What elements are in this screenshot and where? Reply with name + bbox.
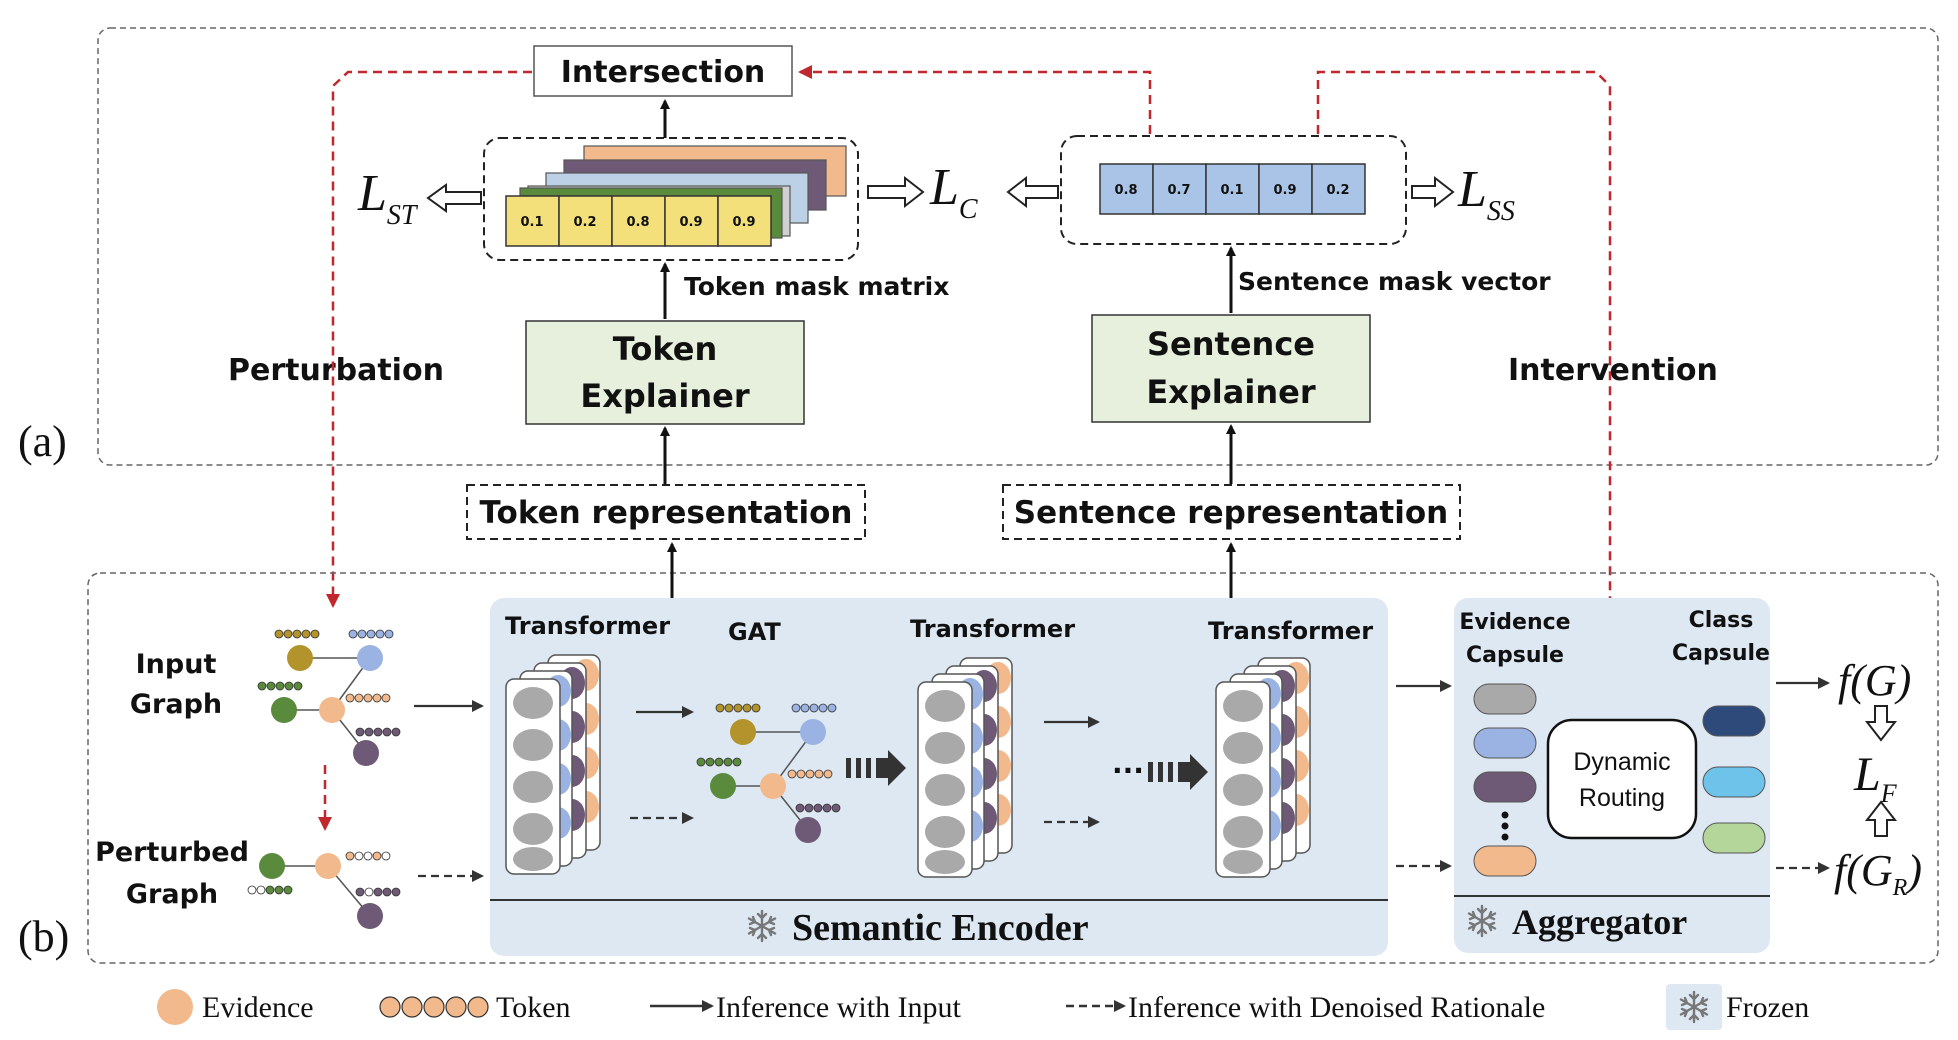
sentence-mask-value: 0.9 — [1273, 183, 1296, 198]
sentence-mask-frame — [1060, 135, 1407, 245]
loss-f-label: LF — [1853, 748, 1898, 808]
token-mask-value: 0.1 — [520, 215, 543, 230]
input-graph-label-line1: Input — [136, 649, 217, 680]
svg-text:LST: LST — [357, 165, 419, 231]
token-explainer-line1: Token — [613, 330, 717, 368]
svg-text:LC: LC — [929, 159, 978, 225]
loss-st-label: LST — [357, 165, 419, 231]
token-mask-value: 0.2 — [573, 215, 596, 230]
evidence-capsule-label-line1: Evidence — [1459, 610, 1570, 635]
token-representation-label: Token representation — [480, 495, 853, 531]
dynamic-routing-line1: Dynamic — [1573, 748, 1670, 776]
hollow-arrow-up-lf — [1864, 800, 1898, 837]
hollow-arrow-right-c — [867, 175, 925, 209]
hollow-arrow-right-ss — [1411, 175, 1455, 209]
sentence-mask-value: 0.2 — [1326, 183, 1349, 198]
token-explainer-box — [525, 320, 805, 425]
class-capsule-label-line2: Capsule — [1672, 641, 1770, 666]
thick-dashed-arrow — [846, 750, 906, 786]
output-f-gr: f(GR) — [1834, 846, 1922, 901]
loss-ss-label: LSS — [1457, 161, 1515, 227]
transformer-label: Transformer — [910, 615, 1075, 643]
legend-frozen-label: Frozen — [1726, 991, 1809, 1024]
transformer-label: Transformer — [505, 612, 670, 640]
gat-label: GAT — [728, 618, 781, 646]
sentence-explainer-line1: Sentence — [1147, 325, 1315, 363]
perturbed-graph-label-line1: Perturbed — [95, 837, 249, 868]
sentence-mask-vector-label: Sentence mask vector — [1238, 267, 1551, 296]
panel-a-border — [97, 27, 1939, 466]
perturbation-label: Perturbation — [228, 353, 444, 388]
sentence-mask-value: 0.1 — [1220, 183, 1243, 198]
legend-evidence-swatch — [157, 989, 193, 1025]
transformer-label: Transformer — [1208, 617, 1373, 645]
class-capsule-label-line1: Class — [1689, 608, 1754, 633]
semantic-encoder-label: Semantic Encoder — [792, 907, 1089, 949]
legend-token-swatch — [379, 996, 489, 1018]
transformer-stack — [917, 657, 1013, 878]
encoder-solid-arrows — [414, 677, 1830, 728]
intervention-label: Intervention — [1508, 353, 1718, 388]
panel-b-border — [87, 572, 1939, 964]
evidence-capsule-label-line2: Capsule — [1466, 643, 1564, 668]
hollow-arrow-left-c — [1006, 175, 1059, 209]
panel-b-tag: (b) — [18, 912, 69, 961]
input-graph-icon — [257, 629, 401, 766]
transformer-stack — [505, 654, 601, 875]
gat-graph-icon — [696, 703, 841, 843]
flow-arrows-a — [660, 99, 1236, 484]
legend-evidence-label: Evidence — [202, 991, 314, 1024]
output-f-g: f(G) — [1838, 656, 1911, 705]
aggregator-label: Aggregator — [1512, 902, 1687, 942]
token-mask-frame — [483, 137, 859, 261]
sentence-explainer-line2: Explainer — [1146, 373, 1315, 411]
legend-inference-input-label: Inference with Input — [716, 991, 962, 1024]
dynamic-routing-line2: Routing — [1579, 784, 1665, 812]
sentence-mask-vector: 0.8 0.7 0.1 0.9 0.2 — [1099, 163, 1366, 215]
thick-dashed-arrow — [1148, 754, 1208, 790]
token-mask-matrix-label: Token mask matrix — [684, 272, 949, 301]
sentence-mask-value: 0.8 — [1114, 183, 1137, 198]
intersection-label: Intersection — [561, 55, 766, 90]
red-dashed-paths — [318, 65, 1617, 831]
dynamic-routing-box — [1546, 718, 1698, 840]
evidence-capsules — [1473, 683, 1537, 877]
token-mask-value: 0.8 — [626, 215, 649, 230]
ellipsis: ··· — [1112, 754, 1144, 787]
legend-inference-denoised-label: Inference with Denoised Rationale — [1128, 991, 1545, 1024]
token-explainer-line2: Explainer — [580, 377, 749, 415]
hollow-arrow-left-st — [426, 183, 482, 213]
perturbed-graph-label-line2: Graph — [126, 879, 218, 910]
token-mask-matrix: 0.1 0.2 0.8 0.9 0.9 — [505, 145, 847, 247]
class-capsules — [1702, 705, 1766, 854]
encoder-dashed-arrows — [418, 812, 1830, 882]
loss-c-label: LC — [929, 159, 978, 225]
svg-text:LSS: LSS — [1457, 161, 1515, 227]
sentence-representation-box — [1002, 484, 1461, 540]
input-graph-label-line2: Graph — [130, 689, 222, 720]
perturbed-graph-icon — [247, 851, 401, 929]
transformer-stack — [1215, 657, 1311, 878]
token-representation-box — [466, 484, 866, 540]
svg-text:LF: LF — [1853, 748, 1898, 808]
hollow-arrow-down-lf — [1864, 705, 1898, 742]
vertical-ellipsis — [1501, 811, 1509, 841]
svg-text:f(GR): f(GR) — [1834, 846, 1922, 901]
panel-a-tag: (a) — [18, 417, 67, 466]
sentence-explainer-box — [1091, 314, 1371, 423]
repr-arrows — [667, 542, 1236, 598]
intersection-box — [533, 45, 793, 97]
token-mask-value: 0.9 — [732, 215, 755, 230]
legend-token-label: Token — [496, 991, 571, 1024]
token-mask-value: 0.9 — [679, 215, 702, 230]
sentence-mask-value: 0.7 — [1167, 183, 1190, 198]
legend: Evidence Token Inference with Input Infe… — [157, 984, 1809, 1030]
sentence-representation-label: Sentence representation — [1014, 495, 1448, 531]
